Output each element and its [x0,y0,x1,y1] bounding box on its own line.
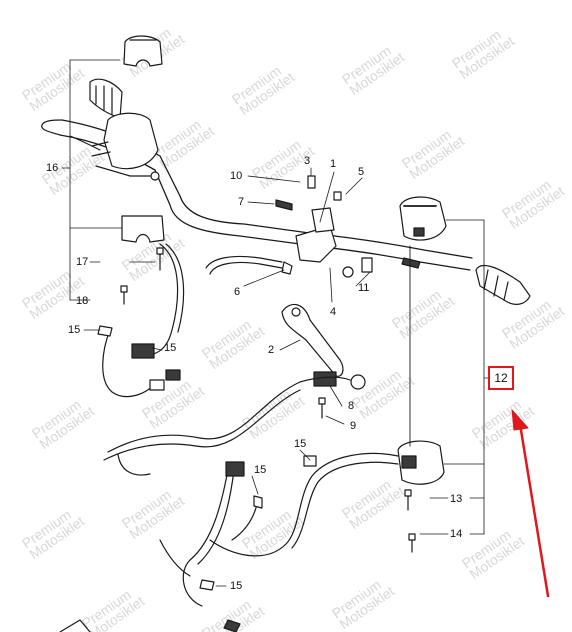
callout-6: 6 [234,286,241,298]
left-grip [89,78,123,119]
callout-18: 18 [76,295,89,307]
brake-switch [313,371,337,419]
callout-17: 17 [76,256,89,268]
right-switch-upper [399,196,447,241]
callout-15-d: 15 [254,464,267,476]
callout-1: 1 [330,158,337,170]
brake-lever [281,303,366,390]
callout-12: 12 [494,371,508,385]
leader-lines [83,167,371,587]
bracket-16-18 [61,59,156,301]
wiring-harness-left [97,243,351,476]
callout-11: 11 [358,282,370,294]
master-cylinder [275,175,373,278]
brake-hose [205,255,283,275]
callout-15-e: 15 [230,580,243,592]
callout-15-c: 15 [294,438,307,450]
wiring-harness-lower [59,452,399,632]
left-switch-assembly [69,112,160,181]
callout-10: 10 [230,170,243,182]
callout-3: 3 [304,155,311,167]
upper-clamp-top [123,35,163,67]
right-grip [401,257,531,305]
callout-4: 4 [330,306,337,318]
callout-8: 8 [348,400,355,412]
red-arrow [511,409,550,598]
callout-7: 7 [238,196,245,208]
callout-9: 9 [350,420,357,432]
lower-clamp [120,215,165,305]
callout-16: 16 [46,162,59,174]
callout-13: 13 [450,493,463,505]
callout-15-a: 15 [68,324,81,336]
bracket-12-14 [419,219,491,535]
right-switch-lower [397,440,445,553]
callout-12-highlight: 12 [488,366,514,390]
callout-15-b: 15 [164,342,177,354]
callout-5: 5 [358,166,365,178]
callout-2: 2 [268,344,275,356]
callout-14: 14 [450,528,463,540]
